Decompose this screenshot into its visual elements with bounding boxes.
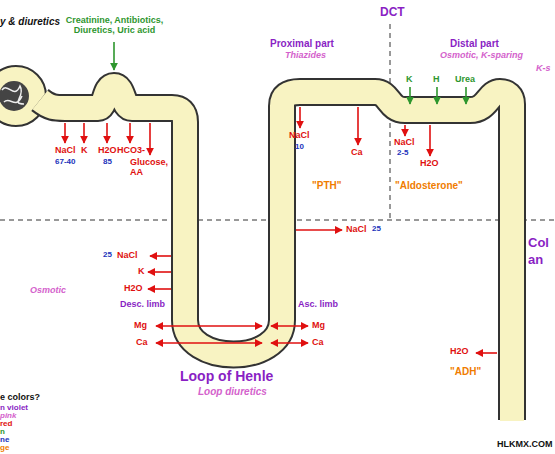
ion-label: K (81, 146, 88, 156)
hormone-label: "PTH" (312, 180, 341, 191)
heading-fragment: y & diuretics (0, 16, 60, 27)
ion-label: Ca (136, 338, 148, 348)
tubule (40, 86, 512, 421)
percent-label: 25 (103, 251, 112, 260)
ion-label: NaCl (289, 131, 310, 141)
glomerulus (0, 81, 29, 111)
secreted-substances: Creatinine, Antibiotics, Diuretics, Uric… (47, 16, 182, 36)
percent-label: 25 (372, 225, 381, 234)
legend-title: e colors? (0, 393, 40, 403)
segment-title: Loop of Henle (180, 369, 273, 384)
segment-title: an (528, 253, 543, 267)
ion-label: Ca (312, 338, 324, 348)
ion-label: NaCl (55, 146, 76, 156)
segment-label: Desc. limb (120, 300, 165, 310)
segment-label: Distal part (450, 38, 499, 49)
ion-label: K (406, 75, 413, 85)
ion-label: H2O (124, 284, 143, 294)
segment-title: DCT (380, 6, 405, 19)
segment-label: Asc. limb (298, 300, 338, 310)
ion-label: H (433, 75, 440, 85)
divider-line (390, 24, 391, 220)
watermark: HLKMX.COM (497, 440, 553, 450)
percent-label: 2-5 (397, 149, 409, 158)
ion-label: Mg (134, 321, 147, 331)
drug-label: Osmotic, K-sparing (440, 51, 523, 61)
ion-label: H2O (98, 146, 117, 156)
exchange-arrow (156, 326, 308, 343)
drug-label: Osmotic (30, 286, 66, 296)
ion-label: NaCl (346, 225, 367, 235)
ion-label: NaCl (394, 138, 415, 148)
drug-label: Thiazides (285, 51, 326, 61)
bowman-capsule (0, 66, 46, 126)
segment-label: Proximal part (270, 38, 334, 49)
ion-label: H2O (450, 347, 469, 357)
drug-label: K-s (536, 64, 551, 74)
ion-label: HCO3- (117, 146, 145, 156)
ion-label: Glucose, AA (130, 158, 170, 178)
ion-label: Urea (455, 75, 475, 85)
percent-label: 67-40 (55, 158, 75, 167)
segment-title: Col (528, 236, 549, 250)
percent-label: 10 (295, 143, 304, 152)
percent-label: 85 (103, 158, 112, 167)
ion-label: K (138, 267, 145, 277)
ion-label: H2O (420, 159, 439, 169)
drug-label: Loop diuretics (198, 386, 267, 397)
ion-label: Mg (312, 321, 325, 331)
hormone-label: "ADH" (450, 366, 481, 377)
reabsorption-arrow (65, 107, 497, 353)
hormone-label: "Aldosterone" (395, 180, 463, 191)
ion-label: Ca (351, 148, 363, 158)
legend-entry: ge (0, 444, 9, 453)
secretion-arrow (114, 42, 466, 104)
ion-label: NaCl (117, 251, 138, 261)
